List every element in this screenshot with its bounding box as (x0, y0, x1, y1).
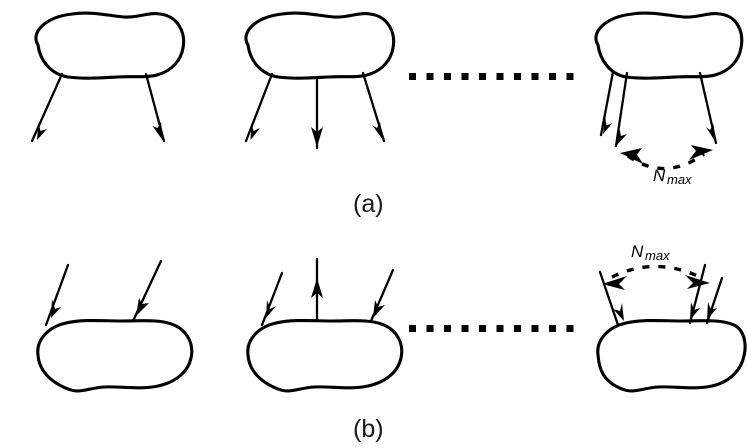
blob-a-2-leg-left (244, 72, 274, 143)
nmax-arc-left-arrowhead-panel-b (602, 276, 627, 290)
blob-a-2-outline (244, 11, 396, 80)
blob-a-2-group (244, 11, 396, 150)
blob-b-1-leg-left-arrowhead (51, 299, 61, 318)
blob-a-1-leg-left (30, 72, 64, 143)
blob-a-2-leg-right-arrowhead (372, 122, 383, 140)
blob-b-3-leg-left-arrowhead (613, 303, 624, 321)
nmax-arc-right-arrowhead-panel-a (689, 145, 713, 160)
blob-a-1-outline (34, 11, 186, 80)
nmax-label-symbol-panel-a: N (653, 166, 666, 185)
blob-b-2-group (246, 257, 404, 393)
blob-b-2-outline (246, 318, 404, 393)
panel-label-b: (b) (353, 415, 384, 443)
blob-a-2-leg-center-arrowhead (311, 127, 323, 147)
blob-b-3-group: N max (596, 242, 747, 393)
blob-a-3-leg-left-outer-arrowhead (603, 116, 613, 134)
blob-a-1-leg-left-arrowhead (37, 122, 47, 140)
nmax-arc-right-arrowhead-panel-b (685, 275, 710, 289)
blob-a-3-group: N max (594, 11, 744, 187)
blob-b-3-outline (596, 318, 747, 393)
nmax-label-subscript-panel-b: max (645, 248, 670, 263)
nmax-arc-panel-b (611, 264, 701, 279)
blob-b-1-leg-left (44, 263, 70, 327)
blob-b-3-leg-right-inner-arrowhead (690, 302, 700, 320)
nmax-label-subscript-panel-a: max (667, 172, 692, 187)
blob-b-3-leg-right-outer-arrowhead (707, 302, 717, 320)
panel-a: N max (a) (30, 11, 744, 218)
blob-a-1-leg-right-arrowhead (152, 122, 163, 140)
separator-dots-panel-b (409, 325, 574, 332)
blob-a-3-leg-right-arrowhead (706, 124, 716, 142)
blob-b-2-leg-right-arrowhead (373, 300, 385, 318)
blob-a-3-leg-left-inner (614, 71, 629, 148)
blob-a-1-group (30, 11, 186, 143)
blob-b-2-leg-left-arrowhead (266, 300, 276, 318)
blob-b-1-group (36, 259, 194, 393)
blob-a-3-leg-left-outer (599, 70, 615, 137)
blob-b-2-leg-left (260, 271, 284, 327)
nmax-label-symbol-panel-b: N (631, 242, 644, 261)
blob-b-1-leg-right-arrowhead (136, 298, 149, 316)
blob-a-3-outline (594, 11, 744, 80)
panel-b: N max (b) (36, 242, 747, 443)
blob-b-2-leg-center-arrowhead (311, 278, 323, 298)
separator-dots-panel-a (409, 73, 574, 80)
nmax-arc-left-arrowhead-panel-a (620, 148, 643, 164)
blob-a-2-leg-left-arrowhead (250, 122, 260, 140)
blob-b-1-outline (36, 318, 194, 393)
blob-a-3-leg-left-inner-arrowhead (617, 127, 627, 145)
blob-b-3-leg-left (598, 270, 620, 327)
panel-label-a: (a) (353, 190, 384, 218)
